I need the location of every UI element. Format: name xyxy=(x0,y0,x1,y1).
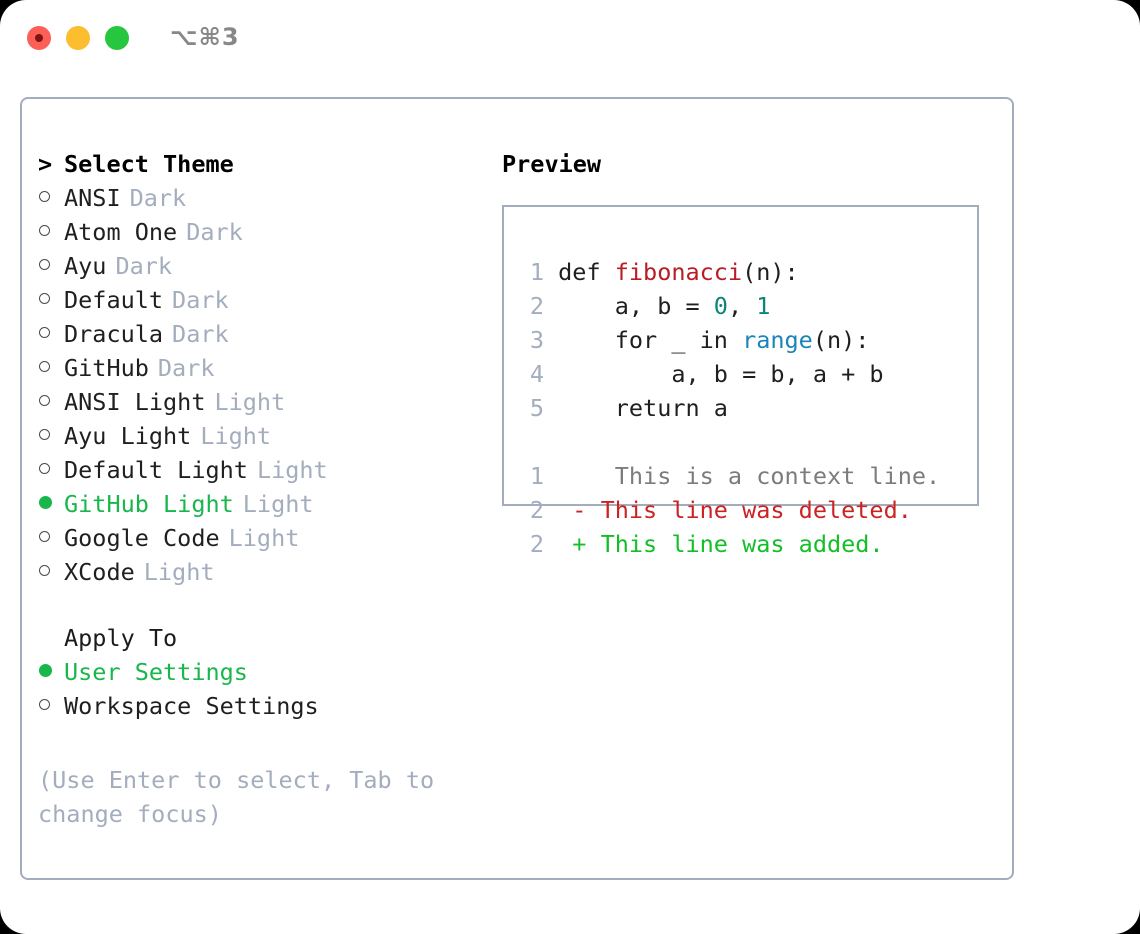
theme-option-variant-tag: Light xyxy=(242,490,314,518)
theme-option-variant-tag: Dark xyxy=(172,286,229,314)
code-line-number: 1 xyxy=(529,258,544,286)
theme-option-variant-tag: Light xyxy=(200,422,272,450)
code-line: 3 for _ in range(n): xyxy=(522,323,940,357)
theme-option-label: Google Code xyxy=(64,524,220,552)
theme-option-ansi-light[interactable]: ANSI Light Light xyxy=(38,385,478,419)
code-line-number: 4 xyxy=(529,360,544,388)
apply-to-option-user-settings[interactable]: User Settings xyxy=(38,655,478,689)
diff-line-ctx: 1 This is a context line. xyxy=(522,459,940,493)
diff-line-number: 2 xyxy=(529,496,544,524)
theme-option-dracula[interactable]: Dracula Dark xyxy=(38,317,478,351)
theme-option-variant-tag: Light xyxy=(214,388,286,416)
theme-option-variant-tag: Dark xyxy=(115,252,173,280)
code-line: 1 def fibonacci(n): xyxy=(522,255,940,289)
apply-to-indent xyxy=(38,621,64,655)
theme-option-ansi[interactable]: ANSI Dark xyxy=(38,181,478,215)
code-token-plain: (n): xyxy=(742,258,799,286)
theme-option-label: Default xyxy=(64,286,164,314)
theme-option-ayu-light[interactable]: Ayu Light Light xyxy=(38,419,478,453)
theme-option-label: Dracula xyxy=(64,320,164,348)
diff-text: This is a context line. xyxy=(586,462,941,490)
theme-option-label: Ayu Light xyxy=(64,422,192,450)
apply-to-heading: Apply To xyxy=(38,621,478,655)
code-line: 4 a, b = b, a + b xyxy=(522,357,940,391)
theme-option-variant-tag: Light xyxy=(143,558,215,586)
diff-sign: - xyxy=(572,496,587,524)
theme-option-ayu[interactable]: Ayu Dark xyxy=(38,249,478,283)
theme-option-variant-tag: Dark xyxy=(157,354,215,382)
keyboard-hint: (Use Enter to select, Tab to change focu… xyxy=(38,766,435,828)
theme-option-label: ANSI Light xyxy=(64,388,206,416)
code-token-plain: , xyxy=(727,292,757,320)
theme-option-label: GitHub Light xyxy=(64,490,234,518)
diff-line-add: 2 + This line was added. xyxy=(522,527,940,561)
diff-text: This line was deleted. xyxy=(586,496,912,524)
theme-option-label: GitHub xyxy=(64,354,149,382)
code-token-num: 1 xyxy=(756,292,771,320)
maximize-button[interactable] xyxy=(105,26,129,50)
traffic-light-group xyxy=(27,26,129,50)
diff-sign xyxy=(572,462,586,490)
code-line-number: 5 xyxy=(529,394,544,422)
diff-line-number: 2 xyxy=(529,530,544,558)
theme-option-variant-tag: Light xyxy=(228,524,300,552)
theme-option-label: Ayu xyxy=(64,252,107,280)
code-token-plain: return a xyxy=(558,394,728,422)
theme-option-variant-tag: Dark xyxy=(129,184,187,212)
code-token-plain: a, b = b, a + b xyxy=(558,360,884,388)
title-bar: ⌥⌘3 xyxy=(0,0,1140,78)
theme-option-google-code[interactable]: Google Code Light xyxy=(38,521,478,555)
code-line-number: 3 xyxy=(529,326,544,354)
theme-option-label: Default Light xyxy=(64,456,248,484)
focus-caret-icon: > xyxy=(38,150,53,178)
theme-option-label: ANSI xyxy=(64,184,121,212)
theme-option-default[interactable]: Default Dark xyxy=(38,283,478,317)
code-token-num: 0 xyxy=(713,292,728,320)
apply-to-option-label: Workspace Settings xyxy=(64,692,319,720)
code-token-call: range xyxy=(742,326,813,354)
theme-option-variant-tag: Light xyxy=(256,456,328,484)
minimize-button[interactable] xyxy=(66,26,90,50)
code-token-plain: for _ in xyxy=(558,326,743,354)
diff-line-del: 2 - This line was deleted. xyxy=(522,493,940,527)
theme-option-github[interactable]: GitHub Dark xyxy=(38,351,478,385)
apply-to-option-workspace-settings[interactable]: Workspace Settings xyxy=(38,689,478,723)
code-line: 2 a, b = 0, 1 xyxy=(522,289,940,323)
window-title: ⌥⌘3 xyxy=(170,23,240,51)
code-token-fn: fibonacci xyxy=(614,258,743,286)
diff-text: This line was added. xyxy=(586,530,884,558)
code-diff-separator xyxy=(522,425,940,459)
theme-option-github-light[interactable]: GitHub Light Light xyxy=(38,487,478,521)
code-line-number: 2 xyxy=(529,292,544,320)
theme-option-label: Atom One xyxy=(64,218,178,246)
apply-to-heading-label: Apply To xyxy=(64,624,178,652)
preview-pane: Preview xyxy=(502,147,992,181)
select-theme-heading: > Select Theme xyxy=(38,147,478,181)
apply-to-option-label: User Settings xyxy=(64,658,248,686)
diff-sign: + xyxy=(572,530,587,558)
code-token-plain: a, b = xyxy=(558,292,714,320)
close-button[interactable] xyxy=(27,26,51,50)
theme-option-atom-one[interactable]: Atom One Dark xyxy=(38,215,478,249)
preview-heading: Preview xyxy=(502,150,602,178)
code-line: 5 return a xyxy=(522,391,940,425)
theme-option-variant-tag: Dark xyxy=(186,218,243,246)
code-token-plain: (n): xyxy=(812,326,870,354)
theme-option-default-light[interactable]: Default Light Light xyxy=(38,453,478,487)
section-spacer xyxy=(38,589,478,621)
select-theme-heading-label: Select Theme xyxy=(64,150,234,178)
code-token-plain: def xyxy=(558,258,615,286)
diff-line-number: 1 xyxy=(529,462,544,490)
theme-option-label: XCode xyxy=(64,558,135,586)
theme-option-variant-tag: Dark xyxy=(172,320,229,348)
theme-option-xcode[interactable]: XCode Light xyxy=(38,555,478,589)
